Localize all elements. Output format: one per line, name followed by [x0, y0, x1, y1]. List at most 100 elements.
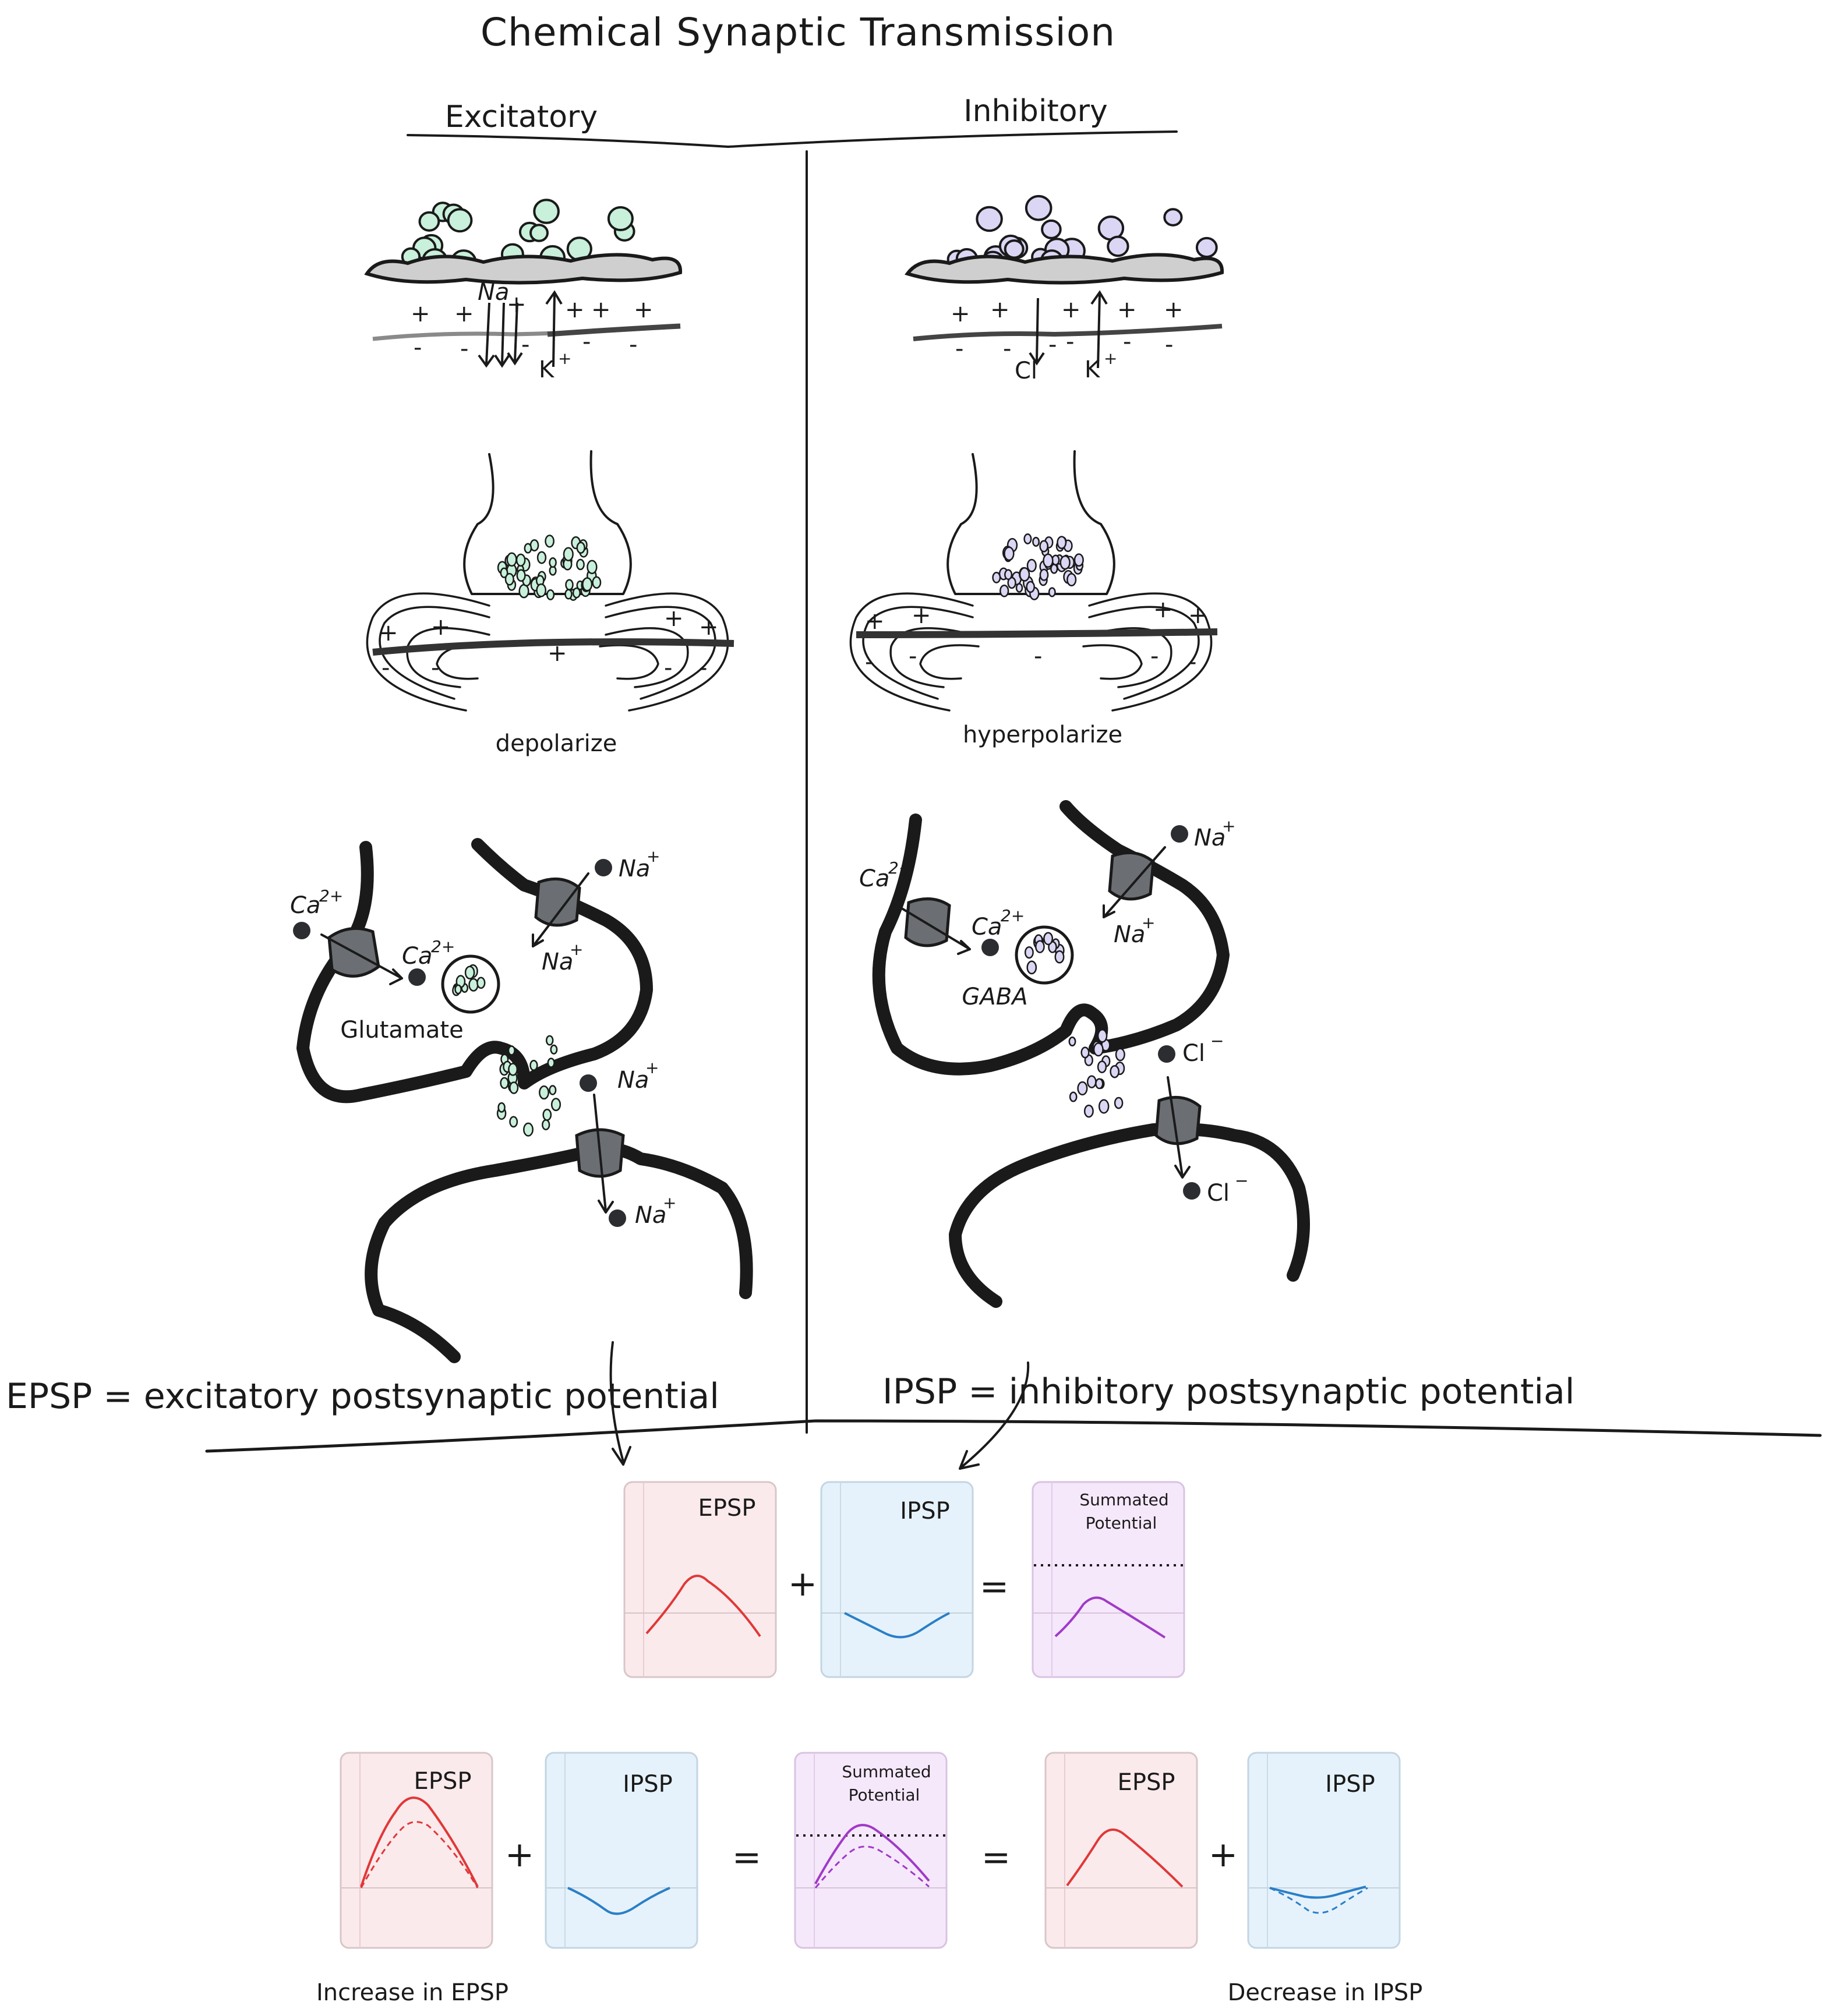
summated-card-title-1: Summated — [1079, 1490, 1168, 1509]
na-sup-in: + — [570, 940, 583, 959]
synaptic-vesicle — [1163, 208, 1183, 227]
released-glutamate — [550, 1044, 558, 1055]
inhibitory-field-lines — [849, 592, 1213, 712]
cl-ion-cleft — [1158, 1045, 1175, 1063]
excitatory-membrane-panel: +++ +++ --- -- Na K + — [364, 199, 683, 383]
inhibitory-postsynaptic-line — [856, 628, 1218, 638]
ca-label-in: Ca — [402, 943, 432, 970]
ipsp-card-2: IPSP — [545, 1752, 698, 1949]
inhibitory-presynaptic-terminal — [872, 800, 1230, 1076]
epsp-card-3-title: EPSP — [1118, 1769, 1175, 1796]
svg-text:+: + — [865, 608, 885, 635]
summated-curve — [1054, 1596, 1166, 1639]
ca-ion-inside — [408, 968, 426, 986]
excitatory-k-label: K — [539, 356, 555, 383]
released-gaba — [1077, 1081, 1088, 1096]
inhibitory-gaba-vesicles — [992, 533, 1084, 600]
gaba-molecule — [1043, 932, 1054, 946]
na-label-out: Na — [619, 855, 650, 882]
svg-text:-: - — [1188, 649, 1196, 675]
gaba-molecule — [1026, 960, 1037, 975]
svg-text:-: - — [865, 649, 873, 675]
glutamate-molecule — [464, 965, 475, 979]
released-gaba — [1097, 1029, 1108, 1043]
na-sup-out-inh: + — [1222, 816, 1235, 836]
cl-sup-cleft: − — [1210, 1031, 1224, 1051]
glutamate-vesicle-dot — [576, 542, 585, 554]
excitatory-na-channel-pre — [532, 872, 589, 947]
ipsp-definition: IPSP = inhibitory postsynaptic potential — [882, 1371, 1575, 1412]
svg-text:+: + — [548, 640, 567, 667]
svg-text:-: - — [1003, 335, 1011, 362]
summated-curve-2-original — [814, 1845, 930, 1888]
svg-text:+: + — [565, 296, 585, 323]
na-ion-cleft — [580, 1074, 597, 1092]
glutamate-vesicle-dot — [545, 535, 554, 548]
svg-text:-: - — [1034, 643, 1042, 670]
svg-text:-: - — [1123, 328, 1131, 355]
excitatory-header: Excitatory — [445, 100, 598, 135]
ca-sup-out: 2+ — [319, 886, 343, 906]
epsp-curve-3 — [1066, 1828, 1184, 1888]
svg-text:-: - — [431, 655, 439, 681]
released-glutamate — [509, 1116, 518, 1128]
synaptic-vesicle — [976, 206, 1003, 232]
ca-ion-inside-inh — [981, 939, 999, 956]
svg-text:-: - — [955, 335, 963, 362]
na-label-in: Na — [542, 949, 573, 975]
ipsp-pointer-arrow — [960, 1361, 1030, 1469]
svg-text:+: + — [507, 291, 527, 318]
excitatory-glutamate-vesicles — [497, 535, 602, 601]
na-ion-outside-inh — [1171, 825, 1188, 843]
inhibitory-presynaptic-membrane — [905, 253, 1224, 285]
svg-text:+: + — [1117, 296, 1137, 323]
glutamate-vesicle-dot — [500, 567, 508, 578]
glutamate-label: Glutamate — [340, 1017, 463, 1044]
svg-text:-: - — [909, 643, 917, 670]
svg-text:+: + — [951, 300, 970, 327]
synaptic-vesicle — [447, 208, 473, 233]
svg-text:-: - — [414, 334, 422, 361]
gaba-vesicle-dot — [1039, 540, 1049, 553]
epsp-card-3: EPSP — [1044, 1752, 1198, 1949]
released-glutamate — [529, 1059, 538, 1071]
svg-text:-: - — [582, 328, 591, 355]
na-ion-post — [609, 1209, 626, 1227]
svg-text:+: + — [664, 605, 684, 632]
inhibitory-ca-channel — [896, 897, 971, 955]
excitatory-ca-channel — [320, 926, 403, 985]
svg-text:+: + — [912, 602, 931, 629]
gaba-vesicle-dot — [1073, 553, 1084, 567]
na-label-post: Na — [635, 1202, 666, 1229]
excitatory-postsynaptic-membrane-lower — [365, 1142, 753, 1363]
released-glutamate — [542, 1108, 552, 1121]
svg-text:+: + — [634, 296, 654, 323]
released-glutamate — [545, 1035, 554, 1046]
summated-card-2-title-2: Potential — [849, 1785, 920, 1805]
glutamate-molecule — [476, 977, 486, 989]
summated-card-2-title-1: Summated — [842, 1762, 931, 1781]
ipsp-card-decreased: IPSP — [1247, 1752, 1401, 1949]
na-sup-in-inh: + — [1142, 913, 1155, 932]
plus-operator-3: + — [1209, 1834, 1238, 1875]
depolarize-label: depolarize — [496, 730, 617, 757]
glutamate-vesicle-dot — [592, 576, 602, 589]
inhibitory-cl-channel — [1154, 1076, 1202, 1179]
inhibitory-postsynaptic-membrane — [913, 324, 1223, 341]
released-gaba — [1098, 1099, 1110, 1114]
released-glutamate — [497, 1102, 506, 1113]
glutamate-vesicle-dot — [518, 583, 529, 599]
gaba-vesicle-dot — [1043, 553, 1054, 568]
svg-text:+: + — [454, 300, 474, 327]
inhibitory-postsynaptic-membrane-lower — [949, 1122, 1310, 1308]
svg-text:-: - — [1165, 331, 1173, 358]
hyperpolarize-label: hyperpolarize — [963, 721, 1122, 748]
glutamate-vesicle-dot — [582, 577, 593, 592]
definitions-underline — [205, 1419, 1822, 1453]
released-glutamate — [507, 1045, 515, 1056]
svg-text:-: - — [699, 655, 707, 681]
page-title: Chemical Synaptic Transmission — [481, 10, 1115, 55]
synaptic-vesicle — [1004, 239, 1025, 259]
synaptic-vesicle — [529, 224, 549, 242]
